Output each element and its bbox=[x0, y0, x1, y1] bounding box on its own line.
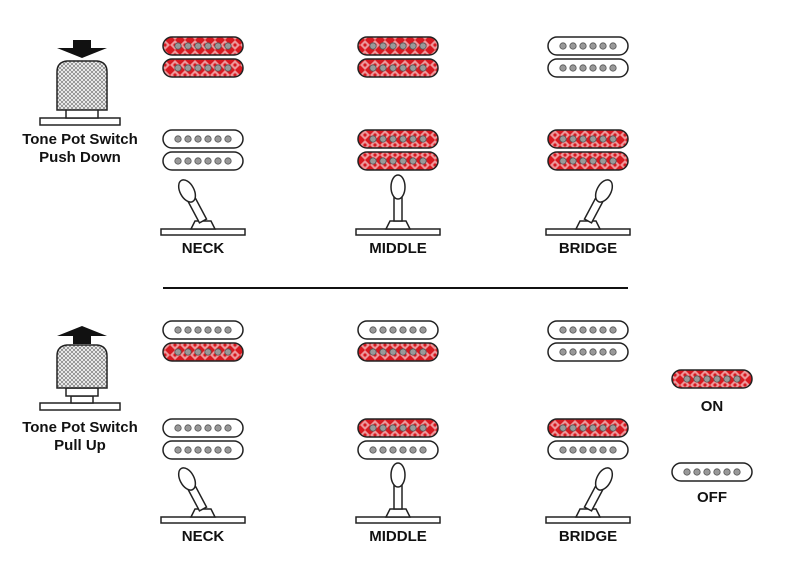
section-pull-up: Tone Pot Switch Pull Up NECK MIDDLE BRIDGE bbox=[22, 320, 631, 545]
position-neck: NECK bbox=[160, 36, 246, 257]
coil-on bbox=[357, 151, 439, 171]
section-title-line1: Tone Pot Switch bbox=[22, 419, 138, 436]
section-title-line1: Tone Pot Switch bbox=[22, 131, 138, 148]
position-label: MIDDLE bbox=[369, 240, 427, 257]
coil-off bbox=[547, 342, 629, 362]
coil-off bbox=[547, 440, 629, 460]
legend-on-label: ON bbox=[701, 398, 724, 415]
position-label: MIDDLE bbox=[369, 528, 427, 545]
position-label: NECK bbox=[182, 240, 225, 257]
arrow-up-icon bbox=[57, 326, 107, 344]
coil-on bbox=[357, 342, 439, 362]
toggle-switch-center bbox=[355, 462, 441, 524]
coil-on bbox=[162, 36, 244, 56]
coil-off bbox=[671, 462, 753, 482]
toggle-switch-left bbox=[160, 179, 246, 236]
position-label: BRIDGE bbox=[559, 528, 617, 545]
toggle-switch-center bbox=[355, 174, 441, 236]
position-bridge: BRIDGE bbox=[545, 36, 631, 257]
legend: ON OFF bbox=[671, 369, 753, 506]
position-neck: NECK bbox=[160, 320, 246, 545]
coil-on bbox=[162, 342, 244, 362]
humbucker-lower bbox=[357, 418, 439, 460]
coil-on bbox=[547, 418, 629, 438]
arrow-down-icon bbox=[57, 40, 107, 58]
coil-off bbox=[162, 129, 244, 149]
humbucker-lower bbox=[162, 418, 244, 460]
legend-on-coil bbox=[671, 369, 753, 389]
legend-off-label: OFF bbox=[697, 489, 727, 506]
humbucker-upper bbox=[547, 320, 629, 362]
section-title-line2: Pull Up bbox=[54, 437, 106, 454]
coil-on bbox=[547, 129, 629, 149]
coil-off bbox=[162, 320, 244, 340]
coil-on bbox=[357, 58, 439, 78]
coil-on bbox=[162, 58, 244, 78]
coil-off bbox=[162, 440, 244, 460]
position-label: NECK bbox=[182, 528, 225, 545]
humbucker-upper bbox=[357, 320, 439, 362]
position-middle: MIDDLE bbox=[355, 320, 441, 545]
legend-off-coil bbox=[671, 462, 753, 482]
coil-on bbox=[357, 129, 439, 149]
position-middle: MIDDLE bbox=[355, 36, 441, 257]
humbucker-upper bbox=[162, 320, 244, 362]
coil-off bbox=[162, 418, 244, 438]
section-title-line2: Push Down bbox=[39, 149, 121, 166]
position-bridge: BRIDGE bbox=[545, 320, 631, 545]
humbucker-upper bbox=[162, 36, 244, 78]
toggle-switch-left bbox=[160, 467, 246, 524]
humbucker-lower bbox=[357, 129, 439, 171]
humbucker-upper bbox=[547, 36, 629, 78]
humbucker-lower bbox=[547, 418, 629, 460]
coil-off bbox=[547, 58, 629, 78]
tone-knob-pull-up bbox=[39, 344, 121, 411]
coil-off bbox=[357, 320, 439, 340]
section-push-down: Tone Pot Switch Push Down NECK MIDDLE BRID… bbox=[22, 36, 631, 257]
humbucker-lower bbox=[162, 129, 244, 171]
humbucker-lower bbox=[547, 129, 629, 171]
coil-on bbox=[671, 369, 753, 389]
coil-off bbox=[547, 36, 629, 56]
coil-on bbox=[357, 36, 439, 56]
humbucker-upper bbox=[357, 36, 439, 78]
coil-off bbox=[547, 320, 629, 340]
toggle-switch-right bbox=[545, 179, 631, 236]
coil-on bbox=[547, 151, 629, 171]
coil-off bbox=[162, 151, 244, 171]
position-label: BRIDGE bbox=[559, 240, 617, 257]
coil-off bbox=[357, 440, 439, 460]
coil-on bbox=[357, 418, 439, 438]
toggle-switch-right bbox=[545, 467, 631, 524]
tone-knob-push-down bbox=[39, 60, 121, 126]
